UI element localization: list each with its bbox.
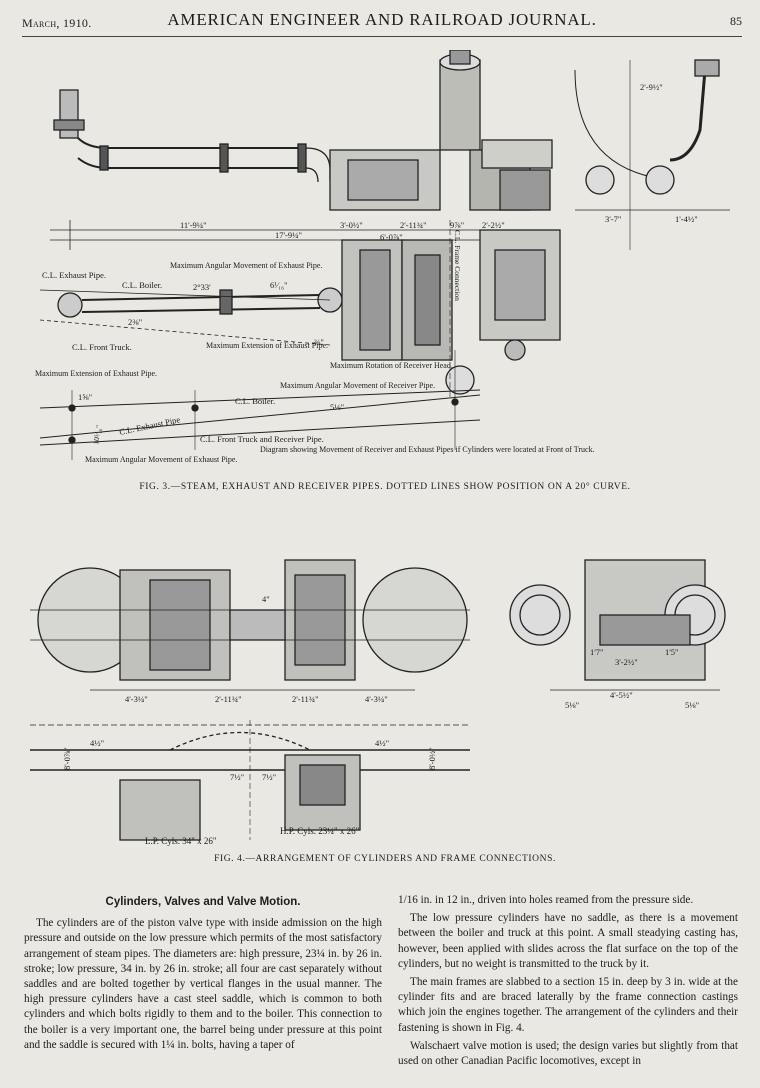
- dim-top-3: 2'-11¾": [292, 694, 319, 704]
- dim-right-1: 4'-5½": [610, 690, 633, 700]
- figure-4: 4'-3¼" 2'-11¾" 2'-11¾" 4'-3¼" 4'-5½" 3'-…: [30, 540, 740, 870]
- figure-3-drawing: 11'-9¼" 17'-9¼" 3'-0½" 2'-11¾" 2'-2½" 9⅞…: [35, 50, 730, 464]
- journal-title: AMERICAN ENGINEER AND RAILROAD JOURNAL.: [167, 10, 597, 29]
- dim-right-4: 1'5": [665, 647, 679, 657]
- dim-3-7: 3'-7": [605, 214, 621, 224]
- label-dim-a: 6¹⁄₁₆": [270, 280, 288, 290]
- label-angle: 2°33': [193, 282, 211, 292]
- dim-plan-3: 8'-0⅞": [62, 747, 72, 770]
- dim-plan-6: 7½": [262, 772, 276, 782]
- page-header: March, 1910. AMERICAN ENGINEER AND RAILR…: [22, 10, 742, 34]
- dim-2-11: 2'-11¾": [400, 220, 427, 230]
- article-right-column: 1/16 in. in 12 in., driven into holes re…: [398, 893, 738, 1072]
- dim-plan-1: 4½": [90, 738, 104, 748]
- diagram-dim-2: 5⅛": [330, 402, 344, 412]
- dim-plan-7: 4": [262, 594, 270, 604]
- header-date: March, 1910.: [22, 16, 92, 30]
- dim-right-2: 3'-2½": [615, 657, 638, 667]
- paragraph: The main frames are slabbed to a section…: [398, 976, 738, 1034]
- dim-plan-5: 7½": [230, 772, 244, 782]
- diagram-note: Diagram showing Movement of Receiver and…: [260, 445, 595, 454]
- dim-plan-4: 8'-0½": [427, 747, 437, 770]
- paragraph: 1/16 in. in 12 in., driven into holes re…: [398, 894, 694, 906]
- label-cl-exhaust-pipe: C.L. Exhaust Pipe.: [42, 270, 106, 280]
- dim-2-9: 2'-9½": [640, 82, 663, 92]
- dim-17-9: 17'-9¼": [275, 230, 302, 240]
- label-dim-b: 2⅜": [128, 317, 142, 327]
- diagram-cl-boiler: C.L. Boiler.: [235, 396, 275, 406]
- dim-top-4: 4'-3¼": [365, 694, 388, 704]
- diagram-cl-exhaust-pipe: C.L. Exhaust Pipe: [118, 414, 181, 437]
- figure-4-drawing: 4'-3¼" 2'-11¾" 2'-11¾" 4'-3¼" 4'-5½" 3'-…: [30, 559, 726, 841]
- hp-cyls-label: H.P. Cyls. 23¼" x 26": [280, 826, 360, 836]
- diagram-dim-1: 1⅝": [78, 392, 92, 402]
- label-max-rotation: Maximum Rotation of Receiver Head.: [330, 361, 453, 370]
- figure-3-caption: Fig. 3.—Steam, Exhaust and Receiver Pipe…: [139, 482, 631, 492]
- page-number: 85: [730, 14, 742, 28]
- figure-3: 11'-9¼" 17'-9¼" 3'-0½" 2'-11¾" 2'-2½" 9⅞…: [30, 50, 740, 500]
- label-cl-boiler: C.L. Boiler.: [122, 280, 162, 290]
- diagram-dim-3: 10⁵⁄₁₆": [91, 424, 103, 445]
- dim-11-9: 11'-9¼": [180, 220, 207, 230]
- dim-right-6: 5⅛": [685, 700, 699, 710]
- dim-top-1: 4'-3¼": [125, 694, 148, 704]
- dim-right-5: 5⅛": [565, 700, 579, 710]
- dim-1-4: 1'-4½": [675, 214, 698, 224]
- diagram-cl-front-truck-receiver: C.L. Front Truck and Receiver Pipe.: [200, 434, 324, 444]
- label-cl-frame-connection: C.L. Frame Connection: [453, 230, 462, 301]
- figure-4-caption: Fig. 4.—Arrangement of Cylinders and Fra…: [214, 854, 556, 864]
- section-title: Cylinders, Valves and Valve Motion.: [105, 896, 301, 908]
- paragraph: Walschaert valve motion is used; the des…: [398, 1039, 738, 1068]
- dim-top-2: 2'-11¾": [215, 694, 242, 704]
- label-max-extension-exhaust: Maximum Extension of Exhaust Pipe.: [206, 341, 328, 350]
- paragraph: The cylinders are of the piston valve ty…: [24, 917, 382, 1051]
- diagram-max-angular-receiver: Maximum Angular Movement of Receiver Pip…: [280, 381, 435, 390]
- dim-9-7: 9⅞": [450, 220, 464, 230]
- label-cl-front-truck: C.L. Front Truck.: [72, 342, 132, 352]
- paragraph: The low pressure cylinders have no saddl…: [398, 912, 738, 970]
- label-max-angular-exhaust: Maximum Angular Movement of Exhaust Pipe…: [170, 261, 322, 270]
- dim-right-3: 1'7": [590, 647, 604, 657]
- dim-plan-2: 4½": [375, 738, 389, 748]
- dim-2-2: 2'-2½": [482, 220, 505, 230]
- label-dim-c: ¾": [314, 337, 324, 347]
- header-rule: [22, 36, 742, 37]
- diagram-max-extension: Maximum Extension of Exhaust Pipe.: [35, 369, 157, 378]
- dim-6-0: 6'-0⅞": [380, 232, 403, 242]
- lp-cyls-label: L.P. Cyls. 34" x 26": [145, 836, 217, 846]
- dim-3-0: 3'-0½": [340, 220, 363, 230]
- diagram-max-angular-exhaust: Maximum Angular Movement of Exhaust Pipe…: [85, 455, 237, 464]
- article-left-column: Cylinders, Valves and Valve Motion. The …: [24, 895, 382, 1056]
